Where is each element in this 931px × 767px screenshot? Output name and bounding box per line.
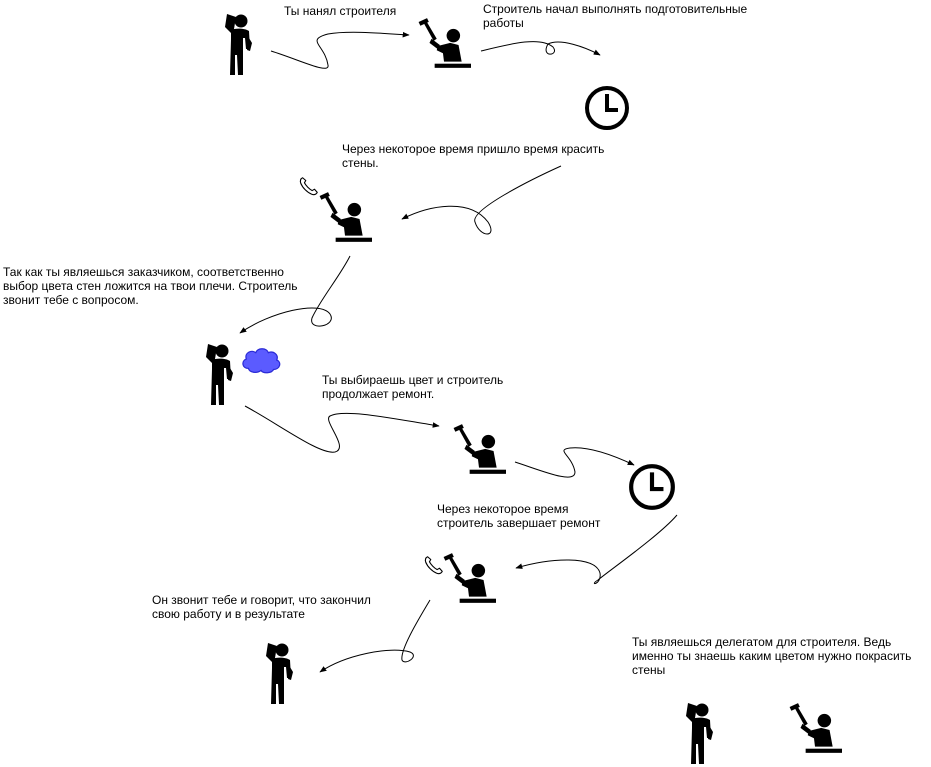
clock-icon (585, 86, 629, 130)
builder-icon (789, 703, 842, 753)
person-icon (686, 703, 713, 764)
person-icon (225, 14, 252, 75)
label-step-continue: Ты выбираешь цвет и строитель продолжает… (322, 373, 504, 401)
label-step-finish: Через некоторое время строитель завершае… (437, 502, 601, 530)
connector-builder-to-clock (480, 41, 601, 56)
person-icon (266, 643, 293, 704)
label-step-time-to-paint: Через некоторое время пришло время краси… (342, 142, 605, 170)
thought-cloud-icon (242, 348, 281, 374)
clock-icon (631, 466, 673, 508)
connector-you-to-builder-continue (244, 405, 440, 453)
builder-icon (453, 424, 506, 474)
connector-clock-to-builder-finish (515, 514, 678, 585)
connector-builder-finish-to-you (319, 599, 431, 673)
connector-builder-call-to-you (239, 255, 351, 334)
label-step-result-call: Он звонит тебе и говорит, что закончил с… (152, 593, 371, 621)
phone-icon (299, 177, 318, 196)
label-step-color-choice: Так как ты являешься заказчиком, соответ… (3, 265, 298, 307)
person-icon (206, 344, 233, 405)
connector-builder-to-clock-2 (514, 447, 635, 478)
connector-clock-to-builder-call (401, 165, 562, 235)
builder-icon (319, 192, 372, 242)
label-step-hire: Ты нанял строителя (284, 4, 397, 18)
connector-you-to-builder (270, 31, 410, 69)
phone-icon (424, 556, 443, 575)
builder-icon (418, 18, 471, 68)
builder-icon (443, 553, 496, 603)
label-step-prep-work: Строитель начал выполнять подготовительн… (483, 2, 748, 30)
label-step-delegate: Ты являешься делегатом для строителя. Ве… (632, 635, 912, 677)
